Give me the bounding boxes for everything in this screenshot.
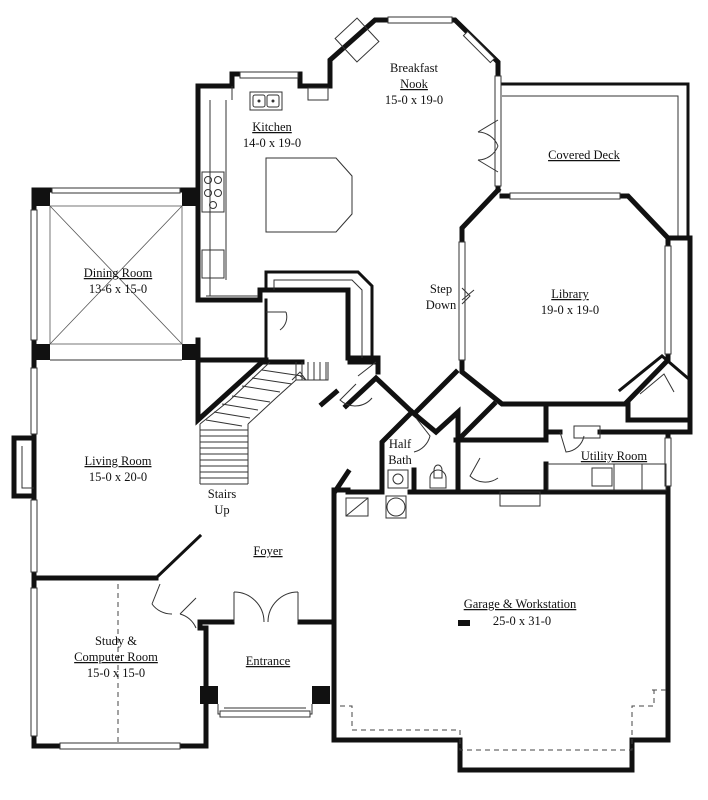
breakfast-dims: 15-0 x 19-0	[385, 93, 443, 107]
stairs-label-line2: Up	[214, 503, 229, 517]
room-labels: Breakfast Nook 15-0 x 19-0 Kitchen 14-0 …	[74, 61, 647, 680]
library-label: Library	[551, 287, 589, 301]
living-dims: 15-0 x 20-0	[89, 470, 147, 484]
interior-walls	[50, 86, 671, 631]
cooktop	[201, 171, 225, 213]
dining-label: Dining Room	[84, 266, 153, 280]
living-label: Living Room	[84, 454, 151, 468]
covered-deck-label: Covered Deck	[548, 148, 621, 162]
stair-tread	[221, 403, 259, 411]
stair-tread	[231, 395, 271, 403]
study-label-line1: Study &	[95, 634, 137, 648]
stair-tread	[205, 419, 243, 427]
foyer-label: Foyer	[253, 544, 283, 558]
half-bath-label-line2: Bath	[388, 453, 412, 467]
half-bath-label-line1: Half	[389, 437, 412, 451]
garage-dims: 25-0 x 31-0	[493, 614, 551, 628]
breakfast-label-line1: Breakfast	[390, 61, 438, 75]
stairs	[199, 361, 329, 485]
utility-label: Utility Room	[581, 449, 648, 463]
step-down-label-line2: Down	[426, 298, 457, 312]
library-dims: 19-0 x 19-0	[541, 303, 599, 317]
kitchen-island	[265, 157, 353, 233]
dining-dims: 13-6 x 15-0	[89, 282, 147, 296]
breakfast-label-line2: Nook	[400, 77, 429, 91]
study-dims: 15-0 x 15-0	[87, 666, 145, 680]
stair-tread	[213, 411, 251, 419]
kitchen-label: Kitchen	[252, 120, 292, 134]
doors	[151, 119, 601, 629]
stair-tread	[261, 369, 303, 377]
fixtures	[49, 87, 693, 751]
step-down-label-line1: Step	[430, 282, 452, 296]
stair-tread	[241, 385, 281, 393]
stairs-label-line1: Stairs	[208, 487, 237, 501]
stair-tread	[251, 377, 293, 385]
entrance-label: Entrance	[246, 654, 291, 668]
garage-label: Garage & Workstation	[464, 597, 577, 611]
kitchen-sink	[249, 91, 283, 111]
kitchen-dims: 14-0 x 19-0	[243, 136, 301, 150]
study-label-line2: Computer Room	[74, 650, 158, 664]
stair-treads	[200, 362, 327, 479]
